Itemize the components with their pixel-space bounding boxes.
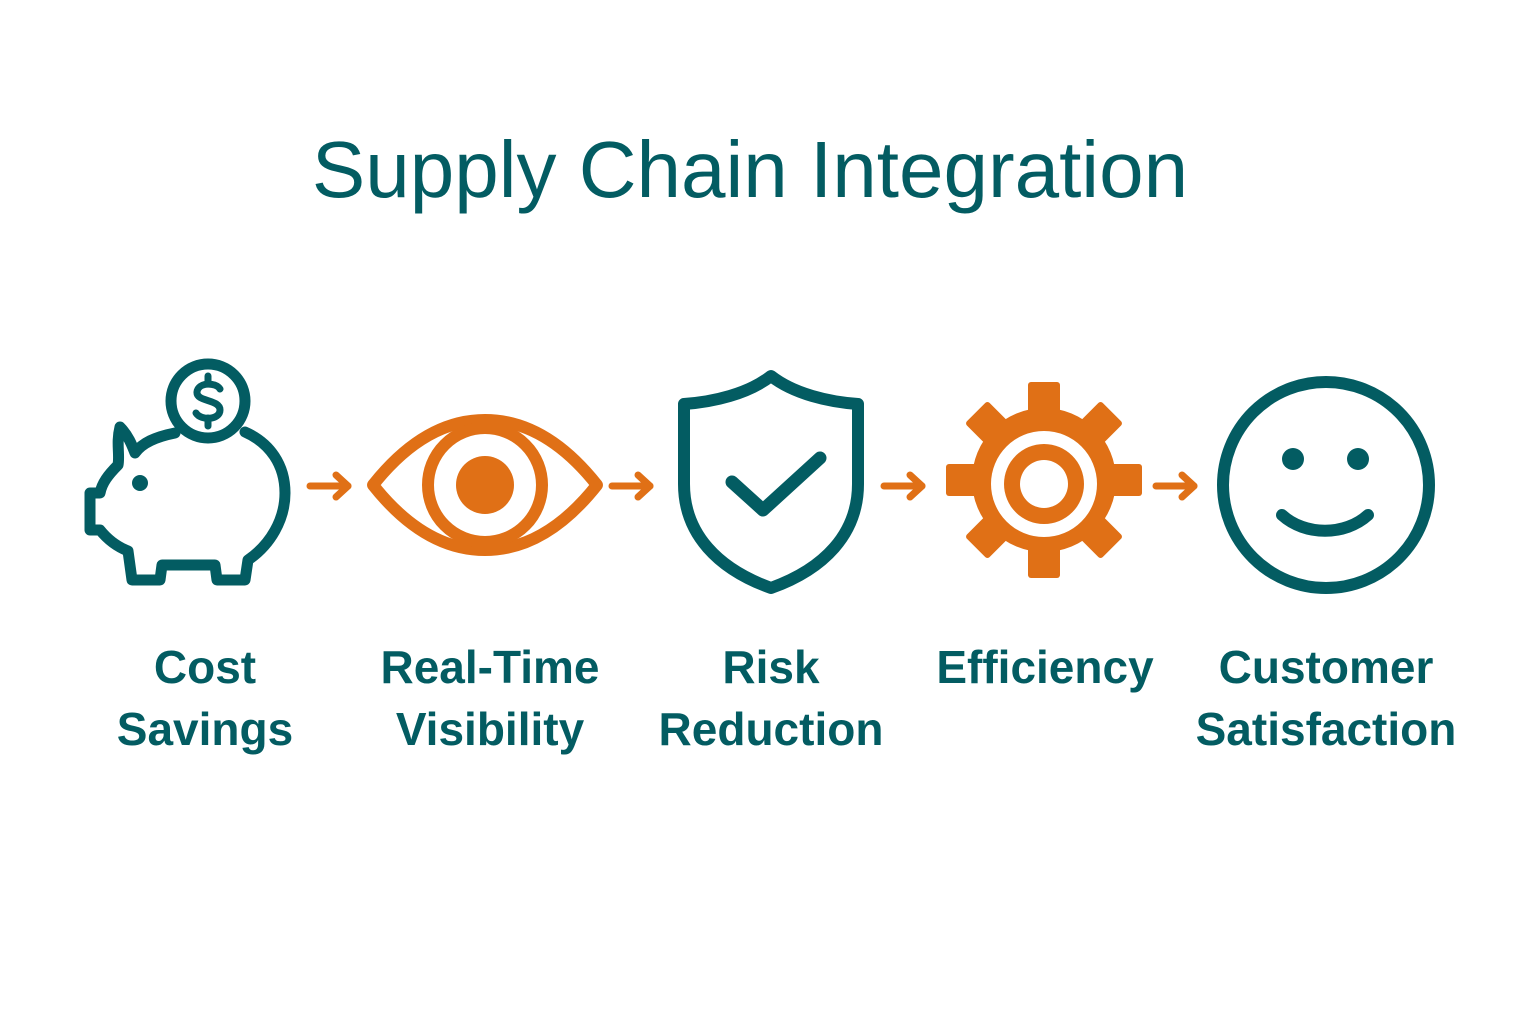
page-title: Supply Chain Integration [311,125,1189,214]
smiley-face-icon [1217,376,1435,594]
eye-icon [367,414,603,556]
step-label-line1: Customer [1218,641,1434,693]
step-label-cost-savings: Cost Savings [80,636,330,760]
step-label-line2: Reduction [658,703,884,755]
step-label-line1: Efficiency [936,641,1154,693]
step-label-line2: Satisfaction [1195,703,1457,755]
step-label-line1: Real-Time [380,641,600,693]
arrow-right-icon [1152,471,1198,501]
shield-check-icon [678,370,864,594]
arrow-right-icon [306,471,352,501]
step-label-real-time-visibility: Real-Time Visibility [355,636,625,760]
gear-icon [946,382,1142,578]
step-label-customer-satisfaction: Customer Satisfaction [1176,636,1476,760]
step-label-risk-reduction: Risk Reduction [640,636,902,760]
arrow-right-icon [880,471,926,501]
arrow-right-icon [608,471,654,501]
step-label-efficiency: Efficiency [920,636,1170,698]
step-label-line2: Visibility [395,703,585,755]
step-label-line1: Cost [153,641,257,693]
step-label-line1: Risk [722,641,820,693]
piggy-bank-dollar-icon [84,358,291,586]
step-label-line2: Savings [116,703,294,755]
